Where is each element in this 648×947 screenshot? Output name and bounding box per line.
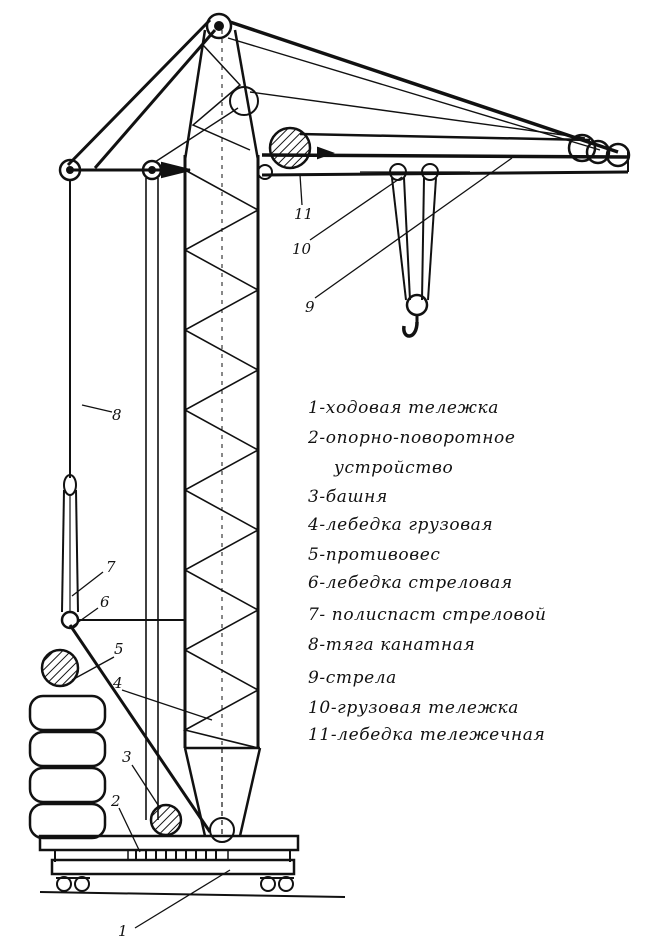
callout-8: 8	[112, 406, 122, 424]
cargo-trolley	[360, 163, 470, 301]
mid-pulley	[229, 86, 259, 116]
legend-item-1: 1-ходовая тележка	[308, 398, 499, 418]
tower-mast	[182, 29, 260, 750]
legend-item-10: 10-грузовая тележка	[308, 698, 519, 718]
callout-4: 4	[112, 674, 123, 692]
callout-5: 5	[114, 640, 124, 658]
trolley-winch	[268, 126, 312, 170]
load-winch	[149, 803, 183, 837]
legend-item-9: 9-стрела	[308, 668, 397, 688]
legend-item-4: 4-лебедка грузовая	[308, 515, 494, 535]
callout-10: 10	[292, 240, 312, 258]
legend-item-5: 5-противовес	[308, 545, 441, 565]
slewing-ring	[127, 849, 229, 861]
boom-tackle	[60, 474, 185, 630]
boom-tie	[229, 20, 619, 154]
callout-9: 9	[305, 298, 315, 316]
callout-7: 7	[106, 558, 116, 576]
counterweight	[28, 694, 107, 840]
callout-3: 3	[122, 748, 132, 766]
boom-winch	[40, 648, 80, 688]
callout-2: 2	[110, 792, 121, 810]
counter-jib-tie	[66, 18, 212, 167]
tower-base	[183, 747, 262, 843]
legend-item-11: 11-лебедка тележечная	[308, 725, 546, 745]
callout-6: 6	[100, 593, 110, 611]
legend-item-8: 8-тяга канатная	[308, 635, 476, 655]
callout-11: 11	[294, 205, 313, 223]
legend-item-2-cont: устройство	[334, 458, 454, 478]
callout-1: 1	[118, 922, 128, 940]
top-pulley	[205, 12, 233, 40]
hook-block	[402, 293, 429, 338]
legend-item-6: 6-лебедка стреловая	[308, 573, 513, 593]
counter-jib	[58, 158, 191, 182]
legend-item-7: 7- полиспаст стреловой	[308, 605, 547, 625]
leader-lines	[69, 157, 513, 929]
legend-item-3: 3-башня	[308, 487, 388, 507]
travel-carriage	[38, 834, 300, 892]
ground-line	[39, 891, 346, 898]
legend-item-2: 2-опорно-поворотное	[308, 428, 516, 448]
